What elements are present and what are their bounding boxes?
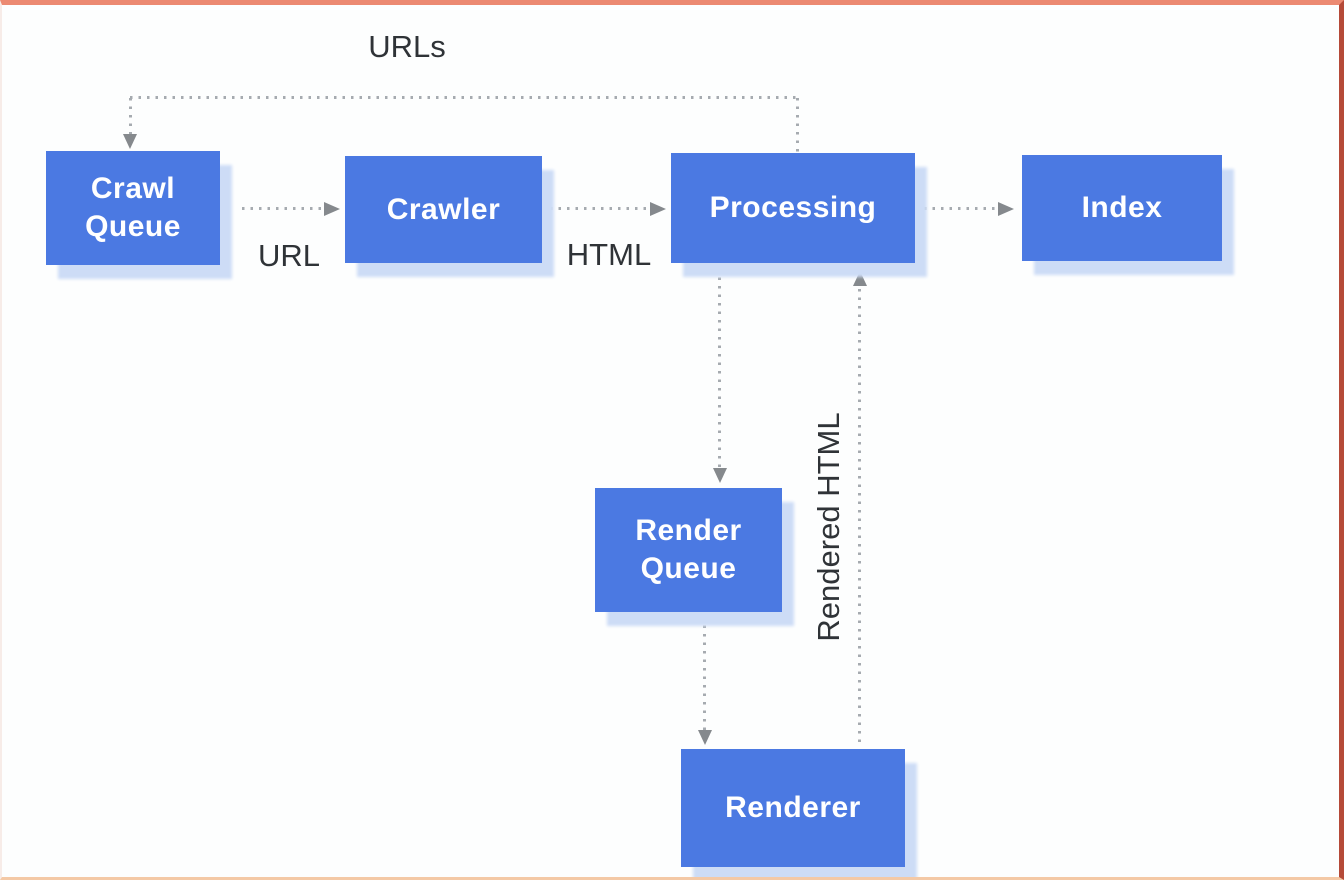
node-index: Index — [1022, 155, 1222, 261]
arrowhead-right-icon — [324, 202, 340, 216]
node-crawl-queue: Crawl Queue — [46, 151, 220, 265]
arrowhead-up-icon — [853, 271, 867, 286]
arrowhead-right-icon — [650, 202, 666, 216]
node-render-queue: Render Queue — [595, 488, 782, 612]
edge-label-urls: URLs — [368, 29, 446, 64]
connector-crawlqueue-to-crawler — [242, 207, 326, 210]
node-renderer: Renderer — [681, 749, 905, 867]
arrowhead-right-icon — [998, 202, 1014, 216]
connector-urls-rise-from-processing — [796, 98, 799, 155]
node-index-label: Index — [1081, 191, 1163, 224]
connector-processing-to-renderqueue — [718, 269, 721, 469]
arrowhead-down-icon — [698, 730, 712, 745]
node-processing: Processing — [671, 153, 915, 263]
node-renderer-label: Renderer — [725, 791, 861, 824]
connector-processing-to-index — [924, 207, 1000, 210]
connector-urls-drop-to-crawl-queue — [129, 98, 132, 136]
edge-label-html: HTML — [566, 237, 652, 272]
connector-crawler-to-processing — [550, 207, 652, 210]
arrowhead-down-icon — [123, 134, 137, 149]
connector-renderqueue-to-renderer — [703, 617, 706, 731]
connector-renderer-to-processing — [858, 289, 861, 747]
edge-label-url: URL — [257, 238, 320, 273]
node-crawler-label: Crawler — [386, 192, 501, 226]
node-render-queue-label: Render Queue — [635, 514, 742, 585]
node-processing-label: Processing — [709, 191, 877, 224]
node-crawler: Crawler — [345, 156, 542, 263]
edge-label-rendered-html: Rendered HTML — [811, 412, 846, 642]
arrowhead-down-icon — [713, 468, 727, 483]
node-crawl-queue-label: Crawl Queue — [85, 172, 181, 243]
connector-urls-horizontal — [130, 96, 797, 99]
